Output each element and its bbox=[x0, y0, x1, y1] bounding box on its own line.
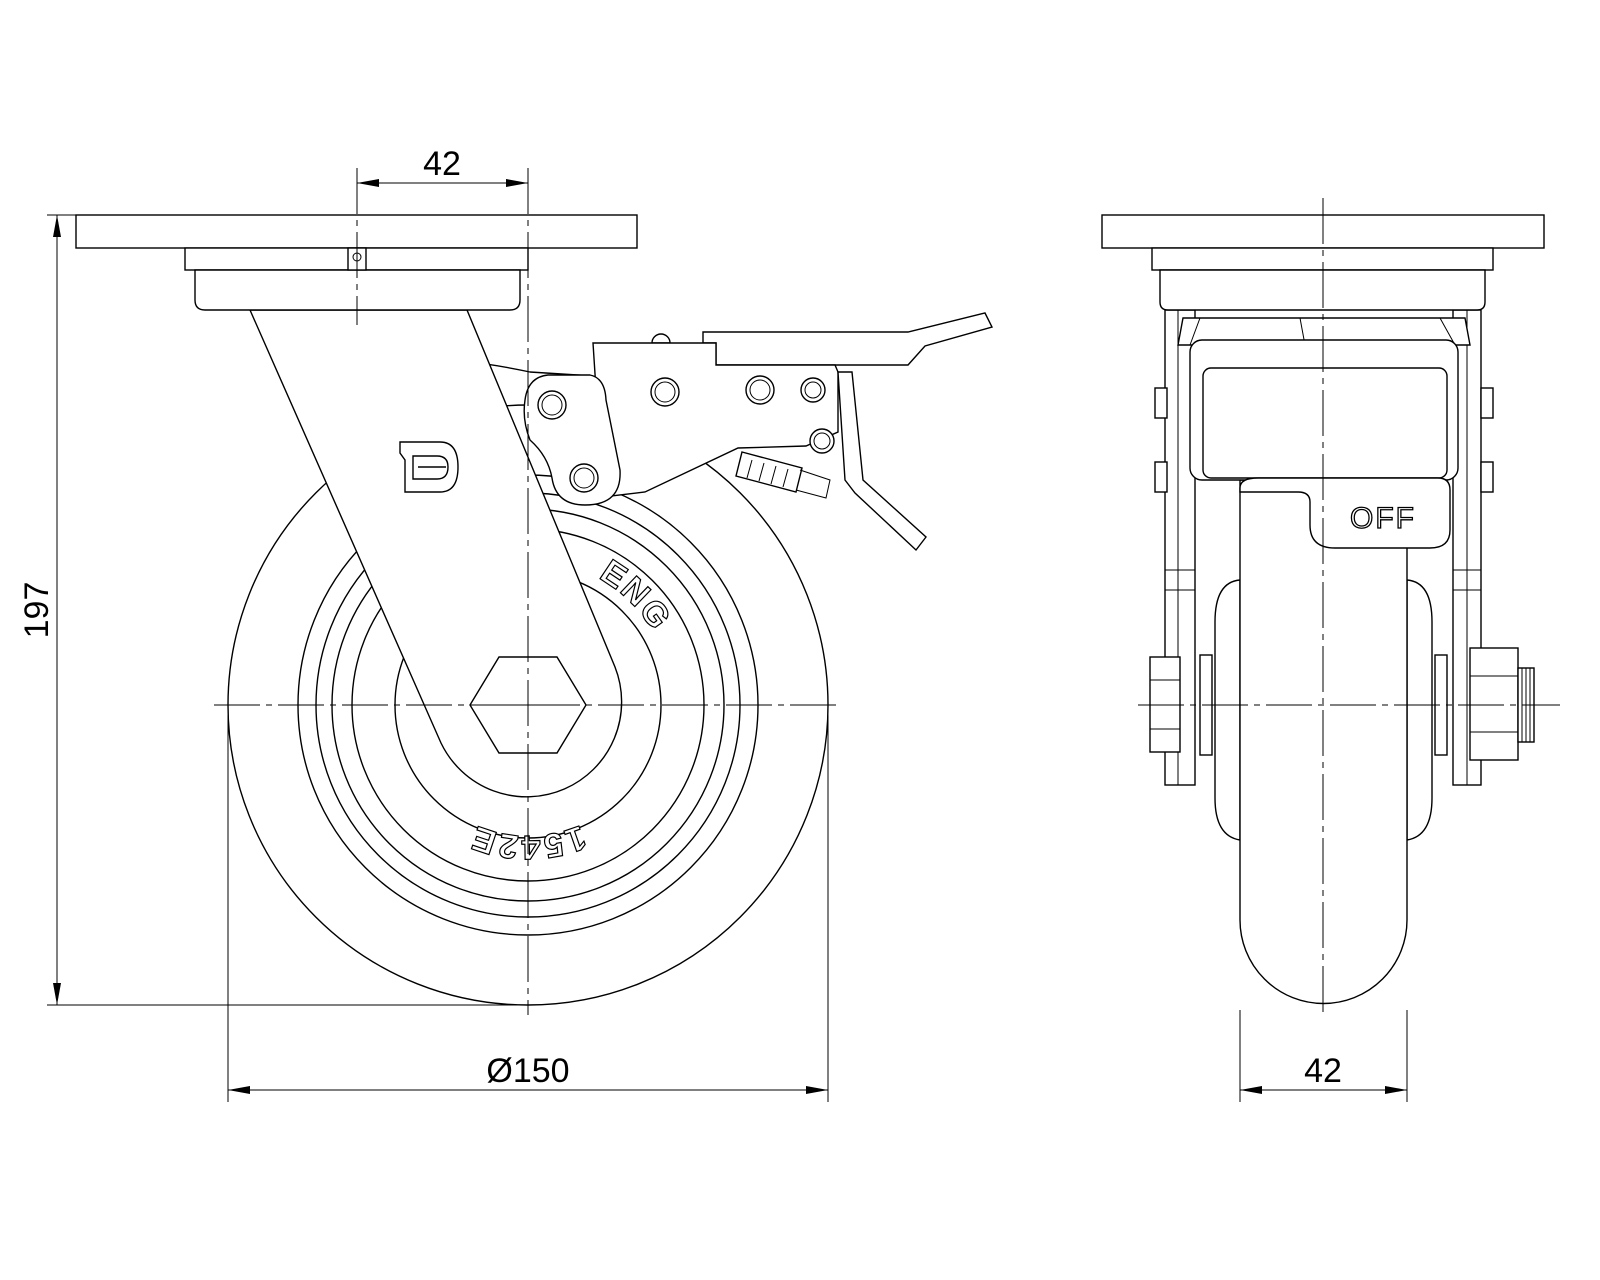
brake-pad bbox=[795, 469, 831, 499]
side-bolt-2 bbox=[1154, 461, 1168, 493]
bolt-2 bbox=[569, 463, 599, 493]
front-view: ENG 1542E bbox=[18, 145, 994, 1102]
brake-pedal bbox=[702, 312, 994, 366]
dimension-wheel-width-label: 42 bbox=[1304, 1052, 1342, 1090]
dimension-diameter-label: Ø150 bbox=[486, 1052, 569, 1090]
dimension-wheel-width: 42 bbox=[1239, 1010, 1408, 1102]
axle-nut bbox=[1469, 647, 1519, 761]
brake-lever bbox=[837, 371, 927, 552]
dimension-offset-label: 42 bbox=[423, 145, 461, 183]
bolt-4 bbox=[745, 375, 775, 405]
fork-side-details bbox=[1165, 310, 1481, 785]
side-view: OFF 42 bbox=[1101, 198, 1560, 1102]
pedal-rivet bbox=[651, 333, 671, 344]
bolt-1 bbox=[537, 390, 567, 420]
axle-nut-faces bbox=[1470, 675, 1518, 733]
dimension-height: 197 bbox=[18, 214, 528, 1006]
brake-top-plate bbox=[1177, 317, 1471, 346]
brake-housing-inner bbox=[1202, 367, 1448, 479]
dimension-offset: 42 bbox=[357, 145, 528, 187]
brand-logo bbox=[399, 441, 459, 493]
side-bolt-3 bbox=[1480, 387, 1494, 419]
brake-tab bbox=[1239, 477, 1451, 549]
bolt-5 bbox=[800, 377, 826, 403]
brake-spring-coils bbox=[746, 459, 789, 488]
dimension-height-label: 197 bbox=[18, 582, 56, 639]
axle-bolt-head-faces bbox=[1150, 679, 1180, 730]
brake-state-label: OFF bbox=[1350, 502, 1416, 535]
side-bolt-1 bbox=[1154, 387, 1168, 419]
hub-right-boss bbox=[1406, 579, 1433, 841]
brake-bracket bbox=[592, 342, 839, 498]
brake-assembly bbox=[523, 312, 994, 552]
dimension-diameter: Ø150 bbox=[227, 715, 829, 1102]
bolt-6 bbox=[809, 428, 835, 454]
brake-spring bbox=[735, 451, 803, 493]
hub-left-boss bbox=[1214, 579, 1241, 841]
side-bolt-4 bbox=[1480, 461, 1494, 493]
bolt-3 bbox=[650, 377, 680, 407]
